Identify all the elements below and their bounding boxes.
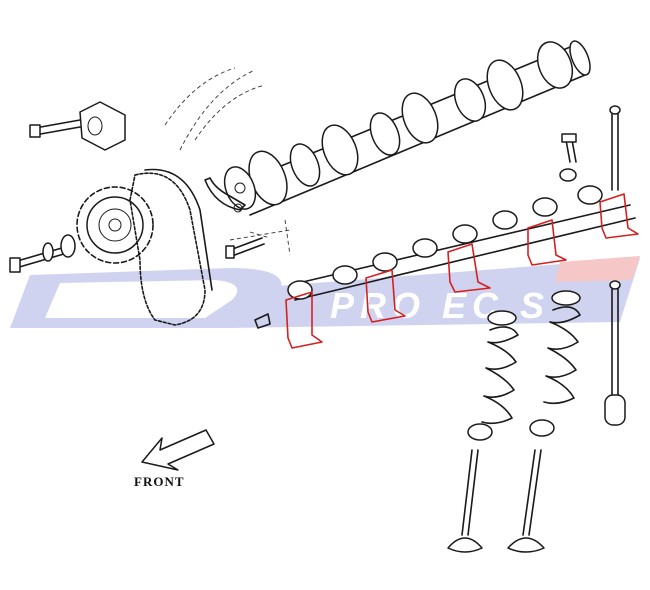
valve-left bbox=[447, 449, 483, 553]
timing-chain bbox=[129, 168, 213, 326]
phantom-outline bbox=[164, 67, 291, 256]
camshaft-bracket bbox=[204, 177, 246, 213]
cam-sprocket bbox=[76, 186, 154, 264]
valve-right bbox=[507, 449, 545, 553]
camshaft bbox=[223, 40, 591, 216]
valve-spring-left bbox=[467, 310, 519, 441]
pushrod bbox=[604, 105, 626, 426]
sprocket-bolt bbox=[9, 234, 76, 273]
front-label: FRONT bbox=[134, 474, 185, 489]
watermark-logo: PRO EC S bbox=[10, 256, 640, 328]
valve-spring-right bbox=[529, 290, 581, 437]
svg-text:PRO EC S: PRO EC S bbox=[330, 285, 550, 326]
clamp-block bbox=[79, 101, 126, 151]
front-arrow-icon bbox=[141, 429, 215, 471]
small-bolt bbox=[225, 237, 265, 259]
clamp-bolt bbox=[29, 119, 81, 138]
adjuster-screw bbox=[559, 133, 577, 182]
rocker-pedestals-highlighted bbox=[285, 193, 639, 349]
rocker-arm-assembly bbox=[254, 185, 636, 329]
